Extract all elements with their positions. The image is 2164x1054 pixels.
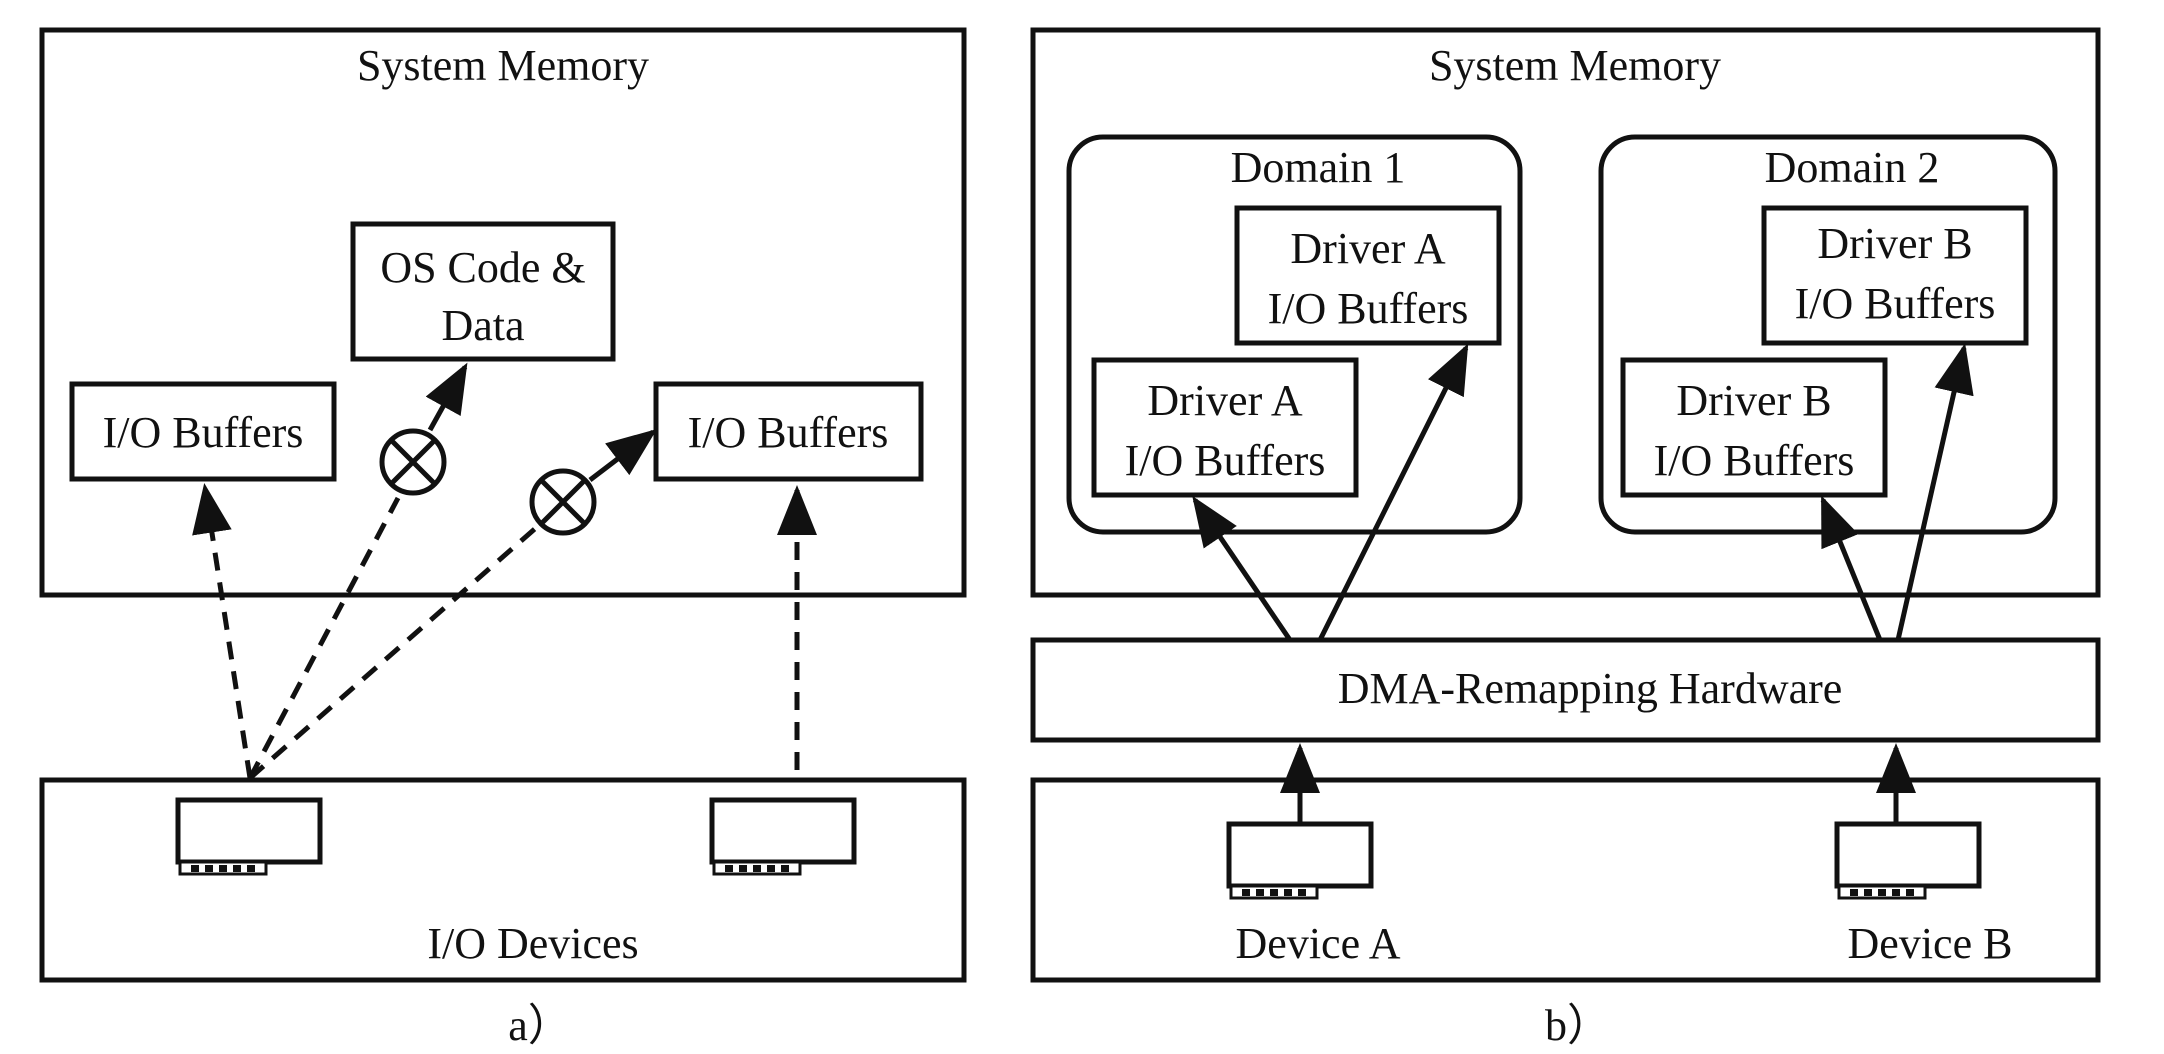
domain-1-upper-buffers-line1: Driver A [1290, 224, 1445, 273]
os-code-data-line2: Data [441, 301, 524, 350]
domain-2-lower-buffers-line1: Driver B [1676, 376, 1831, 425]
dma-line-to-left-buffers [192, 483, 253, 779]
remap-arrow-to-domain-2-lower [1820, 495, 1883, 641]
device-a-label: Device A [1236, 919, 1401, 968]
domain-2-title: Domain 2 [1765, 143, 1940, 192]
domain-2-upper-buffers-line1: Driver B [1817, 219, 1972, 268]
left-io-buffers-box [69, 381, 337, 482]
io-device-card-icon [1226, 821, 1374, 900]
io-device-card-icon [175, 797, 323, 876]
panel-a: System Memory OS Code & Data I/O Buffers… [39, 27, 967, 1050]
io-device-card-icon [709, 797, 857, 876]
right-io-buffers-box [653, 381, 924, 482]
panel-b: System Memory Domain 1 Driver A I/O Buff… [1030, 27, 2101, 1050]
panel-b-system-memory-title: System Memory [1429, 41, 1721, 90]
dma-remapping-hardware-label: DMA-Remapping Hardware [1338, 664, 1843, 713]
domain-2-upper-buffers-box [1761, 205, 2029, 346]
remap-arrow-to-domain-2-upper [1895, 343, 1974, 641]
right-io-buffers-label: I/O Buffers [688, 408, 889, 457]
domain-2-lower-buffers-line2: I/O Buffers [1654, 436, 1855, 485]
domain-2-upper-buffers-line2: I/O Buffers [1795, 279, 1996, 328]
panel-a-caption: a） [508, 1001, 572, 1050]
blocked-access-icon [379, 428, 447, 496]
remap-arrow-to-domain-1-lower [1192, 495, 1293, 642]
domain-1-title: Domain 1 [1231, 143, 1406, 192]
blocked-access-icon [529, 468, 597, 536]
blocked-path-to-right-buffers [588, 428, 657, 482]
device-b-label: Device B [1848, 919, 2013, 968]
panel-a-io-devices-label: I/O Devices [427, 919, 638, 968]
os-code-data-box [350, 221, 616, 362]
panel-b-caption: b） [1545, 1001, 1611, 1050]
domain-1-upper-buffers-box [1234, 205, 1502, 346]
remap-arrow-to-domain-1-upper [1317, 343, 1469, 642]
domain-1-upper-buffers-line2: I/O Buffers [1268, 284, 1469, 333]
domain-1-lower-buffers-line2: I/O Buffers [1125, 436, 1326, 485]
domain-1-lower-buffers-line1: Driver A [1147, 376, 1302, 425]
dma-line-to-right-buffers [248, 518, 547, 780]
left-io-buffers-label: I/O Buffers [103, 408, 304, 457]
io-device-card-icon [1834, 821, 1982, 900]
domain-2-lower-buffers-box [1620, 357, 1888, 498]
os-code-data-line1: OS Code & [380, 243, 585, 292]
dma-remapping-hardware-box [1030, 637, 2101, 743]
dma-line-to-os-code [247, 496, 401, 780]
domain-1-lower-buffers-box [1091, 357, 1359, 498]
blocked-path-to-os-code [425, 362, 468, 432]
panel-a-system-memory-title: System Memory [357, 41, 649, 90]
